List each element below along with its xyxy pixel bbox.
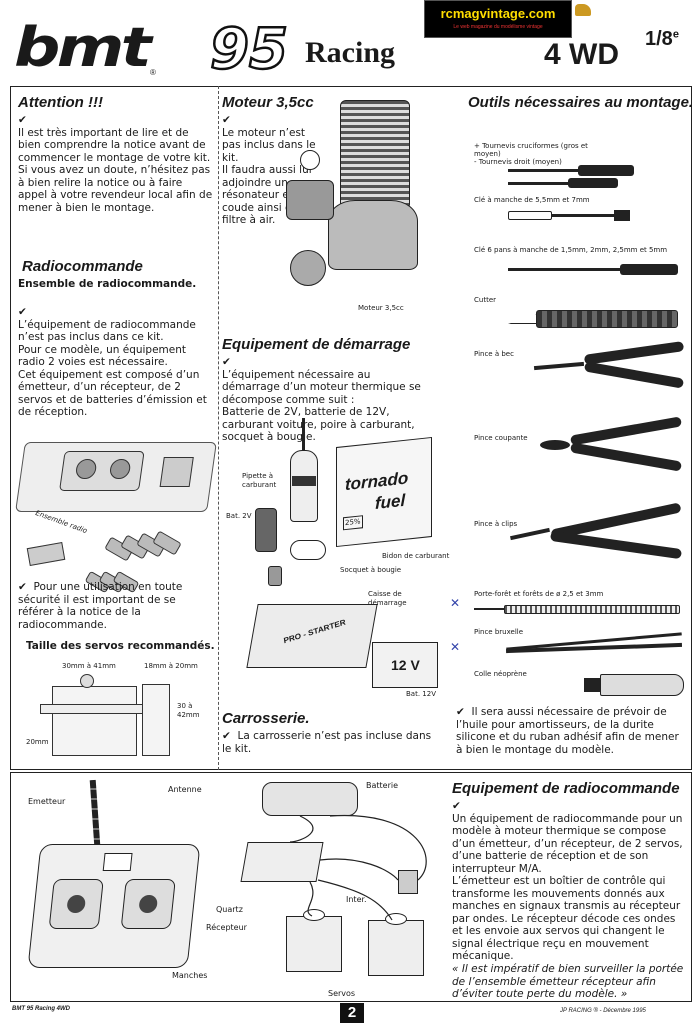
battery-12v-icon: 12 V [372,642,438,688]
tool-label-bec: Pince à bec [474,350,514,358]
attention-text: Il est très important de lire et de bien… [18,114,214,214]
radiocommande-text: L’équipement de radiocommande n’est pas … [18,306,214,419]
label-inter: Inter. [346,895,367,904]
glow-clip-icon [290,540,326,560]
tool-label-cutter: Cutter [474,296,496,304]
glue-tube-icon [584,674,684,698]
equip-radio-quote: « Il est impératif de bien surveiller la… [452,963,684,1000]
bat12v-label: Bat. 12V [406,690,436,698]
attention-title: Attention !!! [18,94,103,111]
carrosserie-text: La carrosserie n’est pas incluse dans le… [222,730,432,755]
bidon-label: Bidon de carburant [382,552,450,560]
carrosserie-title: Carrosserie. [222,710,310,727]
footer-left: BMT 95 Racing 4WD [12,1006,71,1012]
pin-vise-icon [474,604,684,616]
site-name: rcmagvintage.com [440,6,556,21]
radiocommande-title: Radiocommande [22,258,143,275]
site-car-icon [575,4,591,16]
caisse-label: Caisse de démarrage [368,590,407,607]
scale-label: 1/8e [645,28,679,50]
servo-dimension-drawing: 30mm à 41mm 18mm à 20mm 30 à 42mm 20mm [22,656,212,766]
nut-driver-icon [508,210,678,222]
demarrage-title: Equipement de démarrage [222,336,411,353]
brand-logo: bmt [14,16,152,79]
label-batterie: Batterie [366,781,399,790]
safety-text: Pour une utilisation en toute sécurité i… [18,581,214,631]
tool-label-hex: Clé 6 pans à manche de 1,5mm, 2mm, 2,5mm… [474,246,668,254]
glow-battery-icon [255,508,277,552]
bottom-frame [10,772,692,1002]
check-mark-1: ✕ [450,596,461,610]
tool-label-wrench: Clé à manche de 5,5mm et 7mm [474,196,590,204]
servo-size-title: Taille des servos recommandés. [26,640,215,652]
tool-label-drill: Porte-forêt et forêts de ø 2,5 et 3mm [474,590,604,598]
label-antenne: Antenne [168,785,202,794]
site-watermark[interactable]: rcmagvintage.com Le web magazine du modé… [424,0,572,38]
bat2v-label: Bat. 2V [226,512,252,520]
battery-pack-illustration [262,782,358,816]
tool-label-bruxelle: Pince bruxelle [474,628,524,636]
pipette-label: Pipette à carburant [242,472,277,489]
engine-illustration [280,100,420,300]
socquet-label: Socquet à bougie [340,566,402,574]
page-number: 2 [340,1003,364,1023]
brand-registered: ® [150,68,156,77]
label-quartz: Quartz [216,905,243,914]
screwdriver-icon [508,164,682,190]
site-tagline: Le web magazine du modélisme vintage [453,24,543,30]
brand-text: bmt [14,16,152,79]
cutter-icon [508,308,678,330]
engine-caption: Moteur 3,5cc [358,304,404,312]
servo-1-illustration [286,909,342,972]
servo-2-illustration [368,913,424,976]
model-racing: Racing [305,36,395,69]
model-number: 95 [209,17,289,82]
label-emetteur: Emetteur [28,797,66,806]
outils-note: Il sera aussi nécessaire de prévoir de l… [456,706,686,756]
radiocommande-subtitle: Ensemble de radiocommande. [18,278,197,290]
moteur-text: Le moteur n’est pas inclus dans le kit. … [222,114,316,227]
outils-title: Outils nécessaires au montage. [468,94,694,111]
tool-label-colle: Colle néoprène [474,670,527,678]
moteur-title: Moteur 3,5cc [222,94,314,111]
label-manches: Manches [172,971,208,980]
equip-radio-title: Equipement de radiocommande [452,780,680,797]
fuel-bottle-icon [286,418,322,522]
label-servos: Servos [328,989,356,998]
column-divider [218,86,219,770]
check-mark-2: ✕ [450,640,461,654]
label-recepteur: Récepteur [206,923,247,932]
drive-label: 4 WD [544,38,619,71]
plug-wrench-icon [268,566,282,586]
cutting-pliers-icon [540,416,686,472]
tool-label-screwdrivers: + Tournevis cruciformes (gros et moyen) … [474,142,588,166]
top-frame [10,86,692,770]
demarrage-text: L’équipement nécessaire au démarrage d’u… [222,356,430,444]
battery-12v-text: 12 V [391,657,420,673]
switch-illustration [398,870,418,894]
equip-radio-text: Un équipement de radiocommande pour un m… [452,800,688,963]
hex-driver-icon [508,264,678,276]
footer-right: JP RACING ® - Décembre 1995 [560,1008,646,1014]
tool-label-coupante: Pince coupante [474,434,528,442]
tool-label-clips: Pince à clips [474,520,518,528]
